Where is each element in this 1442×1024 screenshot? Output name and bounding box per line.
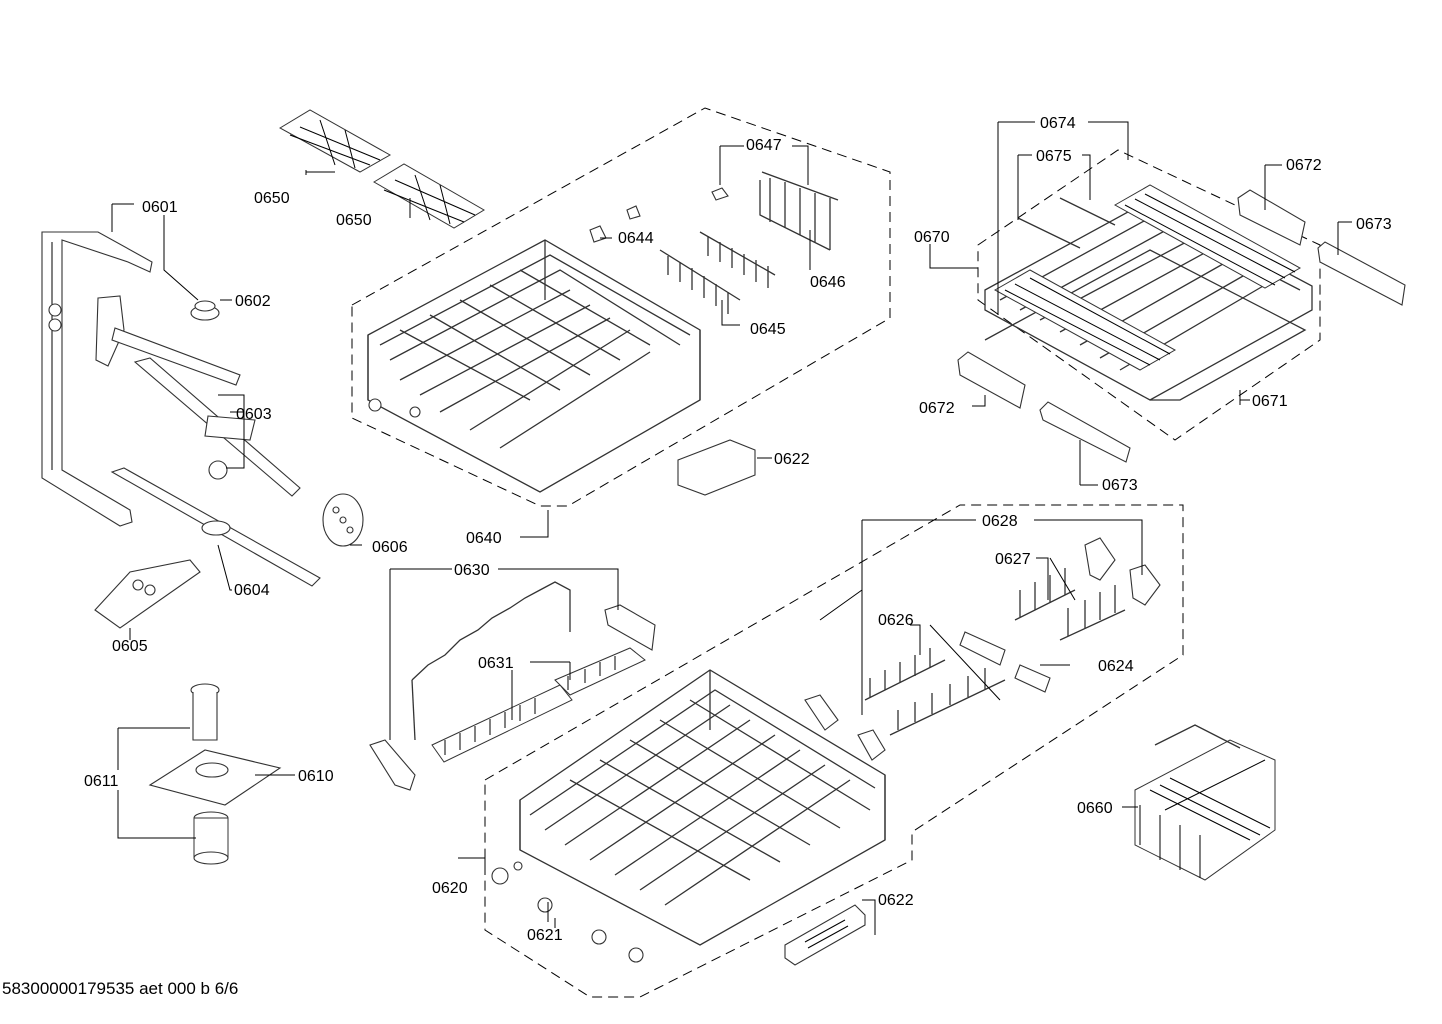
part-label: 0610 bbox=[298, 768, 334, 785]
part-label: 0620 bbox=[432, 880, 468, 897]
part-label: 0626 bbox=[878, 612, 914, 629]
cutlery-basket bbox=[1134, 724, 1276, 881]
third-rack-rail-0672-upper bbox=[1237, 189, 1306, 246]
tine-row-0645 bbox=[659, 231, 776, 314]
third-rack-rail-0672-lower bbox=[957, 351, 1026, 409]
part-label: 0604 bbox=[234, 582, 270, 599]
part-label: 0674 bbox=[1040, 115, 1076, 132]
part-label: 0605 bbox=[112, 638, 148, 655]
spray-arm-deflector bbox=[94, 559, 201, 629]
part-label: 0601 bbox=[142, 199, 178, 216]
part-label: 0624 bbox=[1098, 658, 1134, 675]
part-label: 0630 bbox=[454, 562, 490, 579]
tine-holder-0630 bbox=[369, 581, 656, 791]
basket-handle-0622-lower bbox=[784, 904, 866, 966]
part-label: 0650 bbox=[254, 190, 290, 207]
cup-shelf-1 bbox=[278, 109, 392, 173]
spray-arm-filter-disc bbox=[322, 493, 364, 547]
part-label: 0640 bbox=[466, 530, 502, 547]
part-label: 0631 bbox=[478, 655, 514, 672]
tine-row-0626 bbox=[864, 648, 1006, 736]
spray-arm-hub bbox=[190, 300, 220, 321]
third-rack-group-outline bbox=[977, 149, 1321, 441]
part-label: 0627 bbox=[995, 551, 1031, 568]
part-label: 0660 bbox=[1077, 800, 1113, 817]
part-label: 0628 bbox=[982, 513, 1018, 530]
part-label: 0611 bbox=[84, 773, 119, 790]
tine-row-0627 bbox=[1014, 568, 1126, 641]
upper-spray-arm-assembly bbox=[95, 295, 301, 497]
part-label: 0622 bbox=[774, 451, 810, 468]
tine-row-0647 bbox=[711, 171, 839, 251]
filter-system bbox=[148, 683, 282, 806]
part-label: 0673 bbox=[1356, 216, 1392, 233]
part-label: 0622 bbox=[878, 892, 914, 909]
tine-section-0631 bbox=[431, 647, 646, 763]
clips-0624 bbox=[959, 631, 1051, 693]
part-label: 0671 bbox=[1252, 393, 1288, 410]
part-label: 0603 bbox=[236, 406, 272, 423]
part-label: 0621 bbox=[527, 927, 563, 944]
upper-dish-basket bbox=[367, 239, 701, 493]
part-label: 0675 bbox=[1036, 148, 1072, 165]
third-rack-tray-0675 bbox=[993, 197, 1177, 371]
lower-dish-basket bbox=[519, 669, 886, 946]
part-label: 0602 bbox=[235, 293, 271, 310]
part-label: 0645 bbox=[750, 321, 786, 338]
part-label: 0673 bbox=[1102, 477, 1138, 494]
part-label: 0672 bbox=[1286, 157, 1322, 174]
part-label: 0650 bbox=[336, 212, 372, 229]
leader-lines bbox=[111, 121, 1352, 935]
part-labels: 0601 0602 0603 0604 0605 0606 0610 0611 … bbox=[84, 115, 1392, 944]
third-rack-rail-0673-upper bbox=[1317, 241, 1406, 306]
part-label: 0670 bbox=[914, 229, 950, 246]
basket-handle-0622-upper bbox=[677, 439, 756, 496]
spray-arm-supply-pipe bbox=[41, 231, 153, 527]
basket-wheel-0620 bbox=[491, 861, 523, 885]
cup-shelf-2 bbox=[373, 163, 485, 229]
part-label: 0672 bbox=[919, 400, 955, 417]
third-rack-tray-0674 bbox=[1113, 184, 1302, 289]
part-label: 0647 bbox=[746, 137, 782, 154]
part-label: 0644 bbox=[618, 230, 654, 247]
fine-filter-cylinder bbox=[193, 811, 229, 865]
part-label: 0606 bbox=[372, 539, 408, 556]
document-id: 58300000179535 aet 000 b 6/6 bbox=[2, 979, 239, 998]
rail-clips-0628 bbox=[804, 537, 1161, 761]
lower-spray-arm bbox=[110, 467, 321, 587]
lower-basket-group-outline bbox=[484, 504, 1184, 998]
part-label: 0646 bbox=[810, 274, 846, 291]
upper-basket-group-outline bbox=[351, 107, 891, 507]
third-rack-rail-0673-lower bbox=[1039, 401, 1131, 463]
